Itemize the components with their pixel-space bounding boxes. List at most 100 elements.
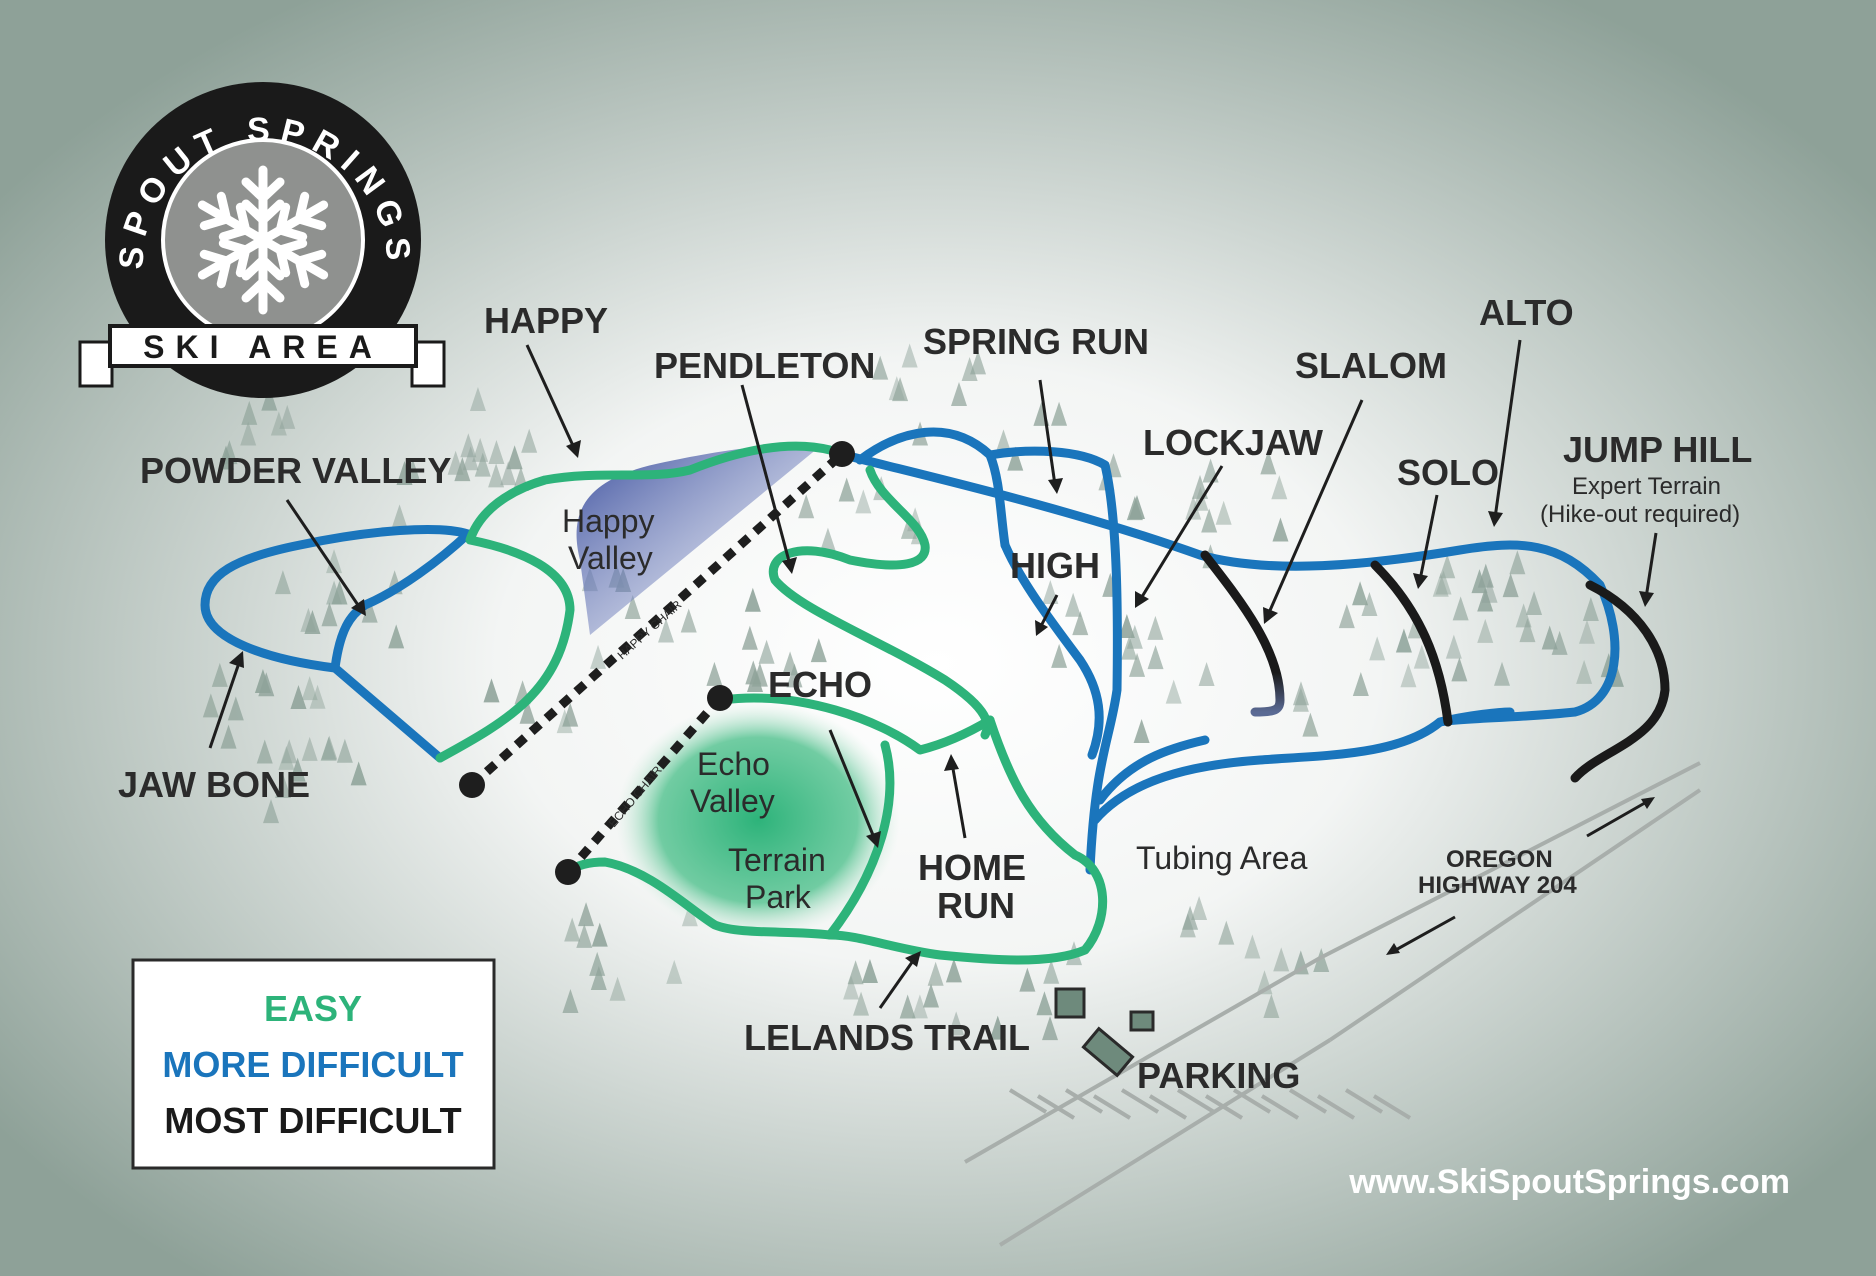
tree-icon <box>1292 687 1309 712</box>
tree-icon <box>1218 920 1235 945</box>
area-label-terrain-park: Terrain <box>728 842 826 878</box>
trail-powder-valley <box>200 525 473 763</box>
tree-icon <box>289 757 306 782</box>
tree-icon <box>1147 615 1164 640</box>
tree-icon <box>1445 634 1462 659</box>
tree-icon <box>961 357 978 382</box>
label-pointer-arrows <box>208 339 1658 1009</box>
tree-icon <box>326 580 343 605</box>
trail-label-jump-hill: JUMP HILL <box>1563 429 1752 470</box>
snowflake-icon <box>194 165 332 310</box>
trail-label-slalom: SLALOM <box>1295 345 1447 386</box>
trail-label-lockjaw: LOCKJAW <box>1143 422 1323 463</box>
tree-icon <box>361 598 378 623</box>
trail-label-happy: HAPPY <box>484 300 608 341</box>
easy-trails <box>435 441 1108 965</box>
most-difficult-trails <box>1200 550 1670 783</box>
area-label-echo-valley: Echo <box>697 746 770 782</box>
area-label-happy-valley-2: Valley <box>568 540 653 576</box>
tree-icon <box>1494 661 1511 686</box>
trail-slalom <box>1200 550 1285 717</box>
tree-icon <box>970 350 987 375</box>
spout-springs-logo: SPOUT SPRINGS SKI AREA <box>78 82 446 398</box>
tree-icon <box>782 651 799 676</box>
trail-jump-hill <box>1570 580 1670 783</box>
tree-icon <box>899 994 916 1019</box>
tree-icon <box>258 672 275 697</box>
tree-icon <box>309 684 326 709</box>
tree-icon <box>1413 644 1430 669</box>
tree-icon <box>798 494 815 519</box>
tree-icon <box>1271 475 1288 500</box>
trail-pendleton <box>768 465 992 740</box>
tree-icon <box>1361 591 1378 616</box>
tree-icon <box>576 923 593 948</box>
road-stripe <box>1232 1088 1272 1114</box>
road-stripe <box>1372 1094 1412 1120</box>
tree-icon <box>872 355 889 380</box>
road-stripe <box>1204 1094 1244 1120</box>
trail-happy <box>435 441 835 763</box>
echo-chair-bottom-terminal <box>555 859 581 885</box>
road-stripe <box>1036 1094 1076 1120</box>
tree-icon <box>241 400 258 425</box>
tree-icon <box>1502 573 1519 598</box>
tree-icon <box>1302 712 1319 737</box>
trail-label-jaw-bone: JAW BONE <box>118 764 310 805</box>
tree-icon <box>1369 636 1386 661</box>
area-labels: Happy Valley Echo Valley Terrain Park Tu… <box>562 503 1308 1096</box>
tree-icon <box>624 594 641 619</box>
tree-icon <box>488 439 505 464</box>
area-label-parking: PARKING <box>1137 1055 1300 1096</box>
website-link[interactable]: www.SkiSpoutSprings.com <box>1348 1163 1790 1201</box>
tree-icon <box>1185 495 1202 520</box>
tree-icon <box>256 739 273 764</box>
tree-icon <box>1452 596 1469 621</box>
tree-icon <box>211 662 228 687</box>
road-stripe <box>1120 1088 1160 1114</box>
road-stripe <box>1176 1088 1216 1114</box>
tree-icon <box>270 411 287 436</box>
tree-icon <box>460 433 477 458</box>
tree-icon <box>1118 613 1135 638</box>
tree-icon <box>1165 679 1182 704</box>
tree-icon <box>320 736 337 761</box>
tree-icon <box>923 983 940 1008</box>
trail-upper-spring-run <box>855 427 1010 550</box>
trail-label-alto: ALTO <box>1479 292 1574 333</box>
tree-icon <box>900 514 917 539</box>
tree-icon <box>261 386 278 411</box>
parking-building <box>1081 1026 1135 1078</box>
tree-icon <box>304 609 321 634</box>
tree-icon <box>564 917 581 942</box>
tree-icon <box>488 463 505 488</box>
tree-icon <box>744 587 761 612</box>
tree-icon <box>1191 895 1208 920</box>
tree-icon <box>892 377 909 402</box>
tree-icon <box>666 959 683 984</box>
area-label-happy-valley: Happy <box>562 503 655 539</box>
road-stripe <box>1092 1094 1132 1120</box>
tree-icon <box>945 958 962 983</box>
parking-stripes <box>1008 1088 1412 1120</box>
tree-icon <box>745 660 762 685</box>
tree-icon <box>462 446 479 471</box>
tree-icon <box>741 625 758 650</box>
tree-icon <box>589 951 606 976</box>
trail-high <box>1000 540 1104 760</box>
area-label-tubing-area: Tubing Area <box>1136 840 1308 876</box>
tree-icon <box>1051 643 1068 668</box>
road-direction-arrows <box>1386 797 1655 955</box>
road-stripe <box>1316 1094 1356 1120</box>
tree-icon <box>388 624 405 649</box>
tree-icon <box>1129 652 1146 677</box>
tree-icon <box>609 976 626 1001</box>
trail-spring-run <box>840 450 1620 727</box>
tree-icon <box>1338 604 1355 629</box>
tree-icon <box>1215 500 1232 525</box>
road-stripe <box>1064 1088 1104 1114</box>
tree-icon <box>1477 618 1494 643</box>
trail-label-jump-hill-note: Expert Terrain <box>1572 473 1721 500</box>
tree-icon <box>1578 619 1595 644</box>
